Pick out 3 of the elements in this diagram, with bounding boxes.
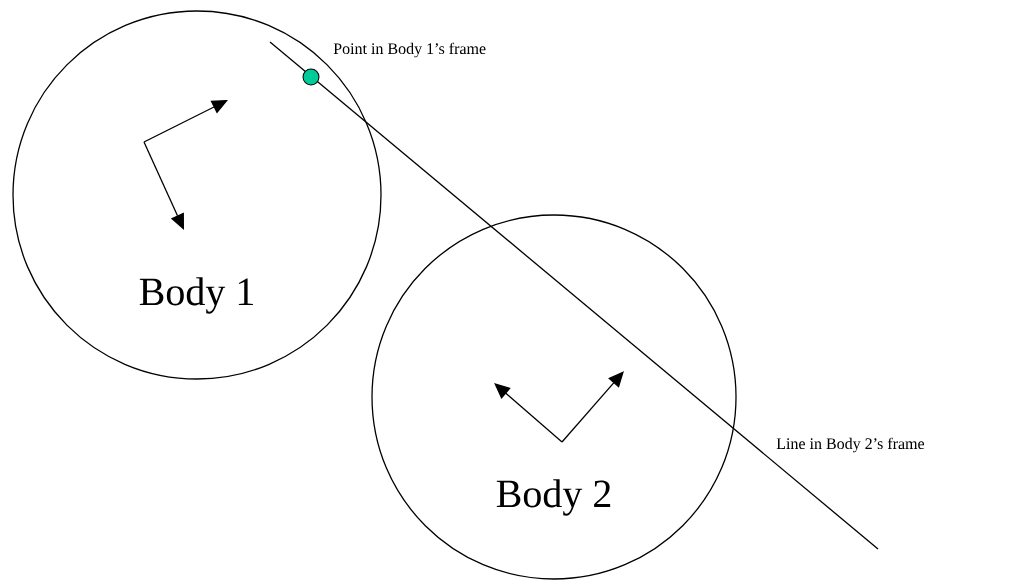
point-marker	[302, 68, 320, 86]
line-label: Line in Body 2’s frame	[776, 437, 925, 453]
point-label: Point in Body 1’s frame	[333, 42, 486, 58]
